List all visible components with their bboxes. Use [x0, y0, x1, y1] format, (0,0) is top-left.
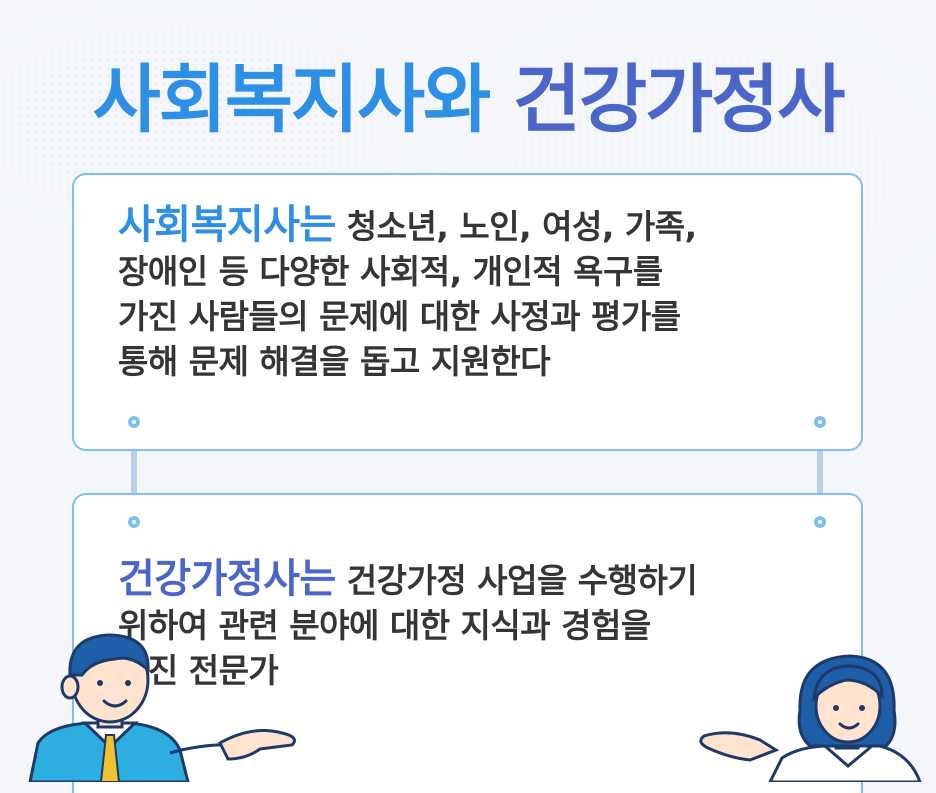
connector-dot	[814, 516, 826, 528]
connector-dot	[128, 416, 140, 428]
left-connector	[131, 423, 137, 523]
social-worker-term: 사회복지사는	[118, 202, 336, 248]
page-title: 사회복지사와 건강가정사	[0, 52, 936, 148]
title-social-worker: 사회복지사와	[92, 57, 491, 143]
family-worker-term: 건강가정사는	[118, 556, 336, 602]
title-family-worker: 건강가정사	[512, 57, 845, 143]
woman-presenting-icon	[699, 654, 922, 782]
connector-dot	[128, 516, 140, 528]
right-connector	[817, 423, 823, 523]
social-worker-card: 사회복지사는 청소년, 노인, 여성, 가족, 장애인 등 다양한 사회적, 개…	[72, 173, 863, 451]
connector-dot	[814, 416, 826, 428]
social-worker-description: 사회복지사는 청소년, 노인, 여성, 가족, 장애인 등 다양한 사회적, 개…	[118, 202, 697, 382]
man-presenting-icon	[28, 633, 296, 782]
